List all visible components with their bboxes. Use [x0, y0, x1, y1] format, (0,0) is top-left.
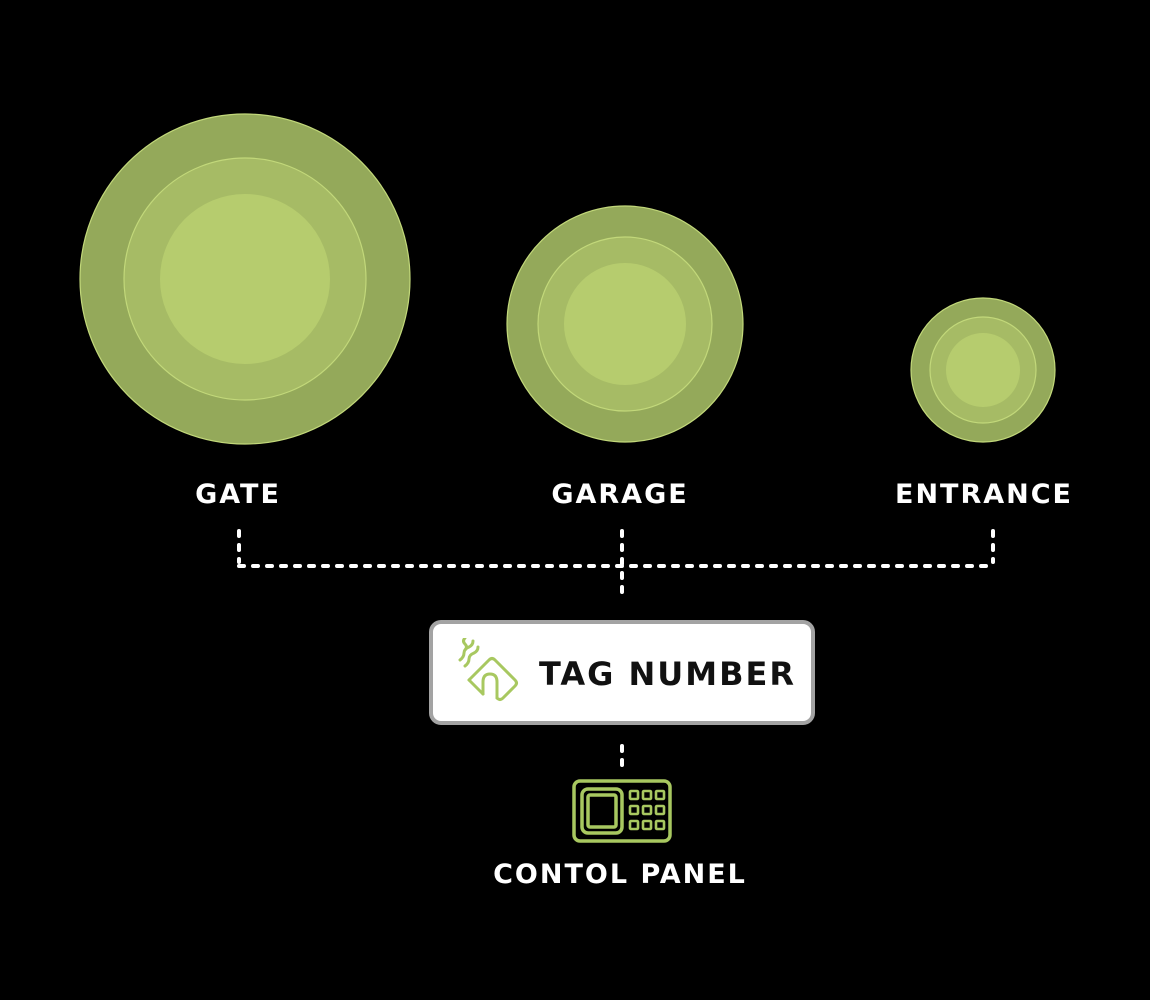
- connector-lines: [237, 529, 995, 770]
- zone-label-garage: GARAGE: [551, 479, 689, 510]
- tag-number-box: TAG NUMBER: [429, 620, 815, 725]
- zone-gate-circle: [79, 113, 411, 445]
- zone-label-entrance: ENTRANCE: [895, 479, 1073, 510]
- zone-entrance-circle: [910, 297, 1056, 443]
- rfid-tag-icon: [458, 638, 518, 701]
- control-panel-label: CONTOL PANEL: [493, 859, 747, 890]
- zone-garage-circle: [506, 205, 744, 443]
- zone-label-gate: GATE: [195, 479, 281, 510]
- tag-number-label: TAG NUMBER: [539, 655, 797, 693]
- control-panel-icon: [572, 779, 672, 843]
